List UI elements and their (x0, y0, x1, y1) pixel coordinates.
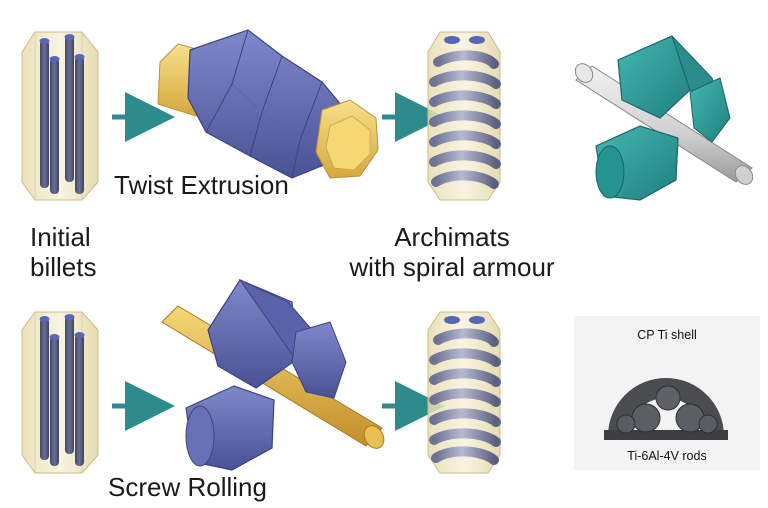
label-initial: Initial (30, 222, 91, 252)
label-spiral-armour: with spiral armour (349, 252, 555, 282)
screw-rolling-teal (574, 35, 754, 201)
sample-photo: CP Ti shell Ti-6Al-4V rods (574, 316, 760, 470)
label-archimats: Archimats (394, 222, 510, 252)
photo-label-shell: CP Ti shell (637, 328, 697, 342)
twist-extrusion-die (157, 29, 379, 179)
photo-label-rods: Ti-6Al-4V rods (627, 449, 706, 463)
archimat-top (427, 31, 501, 201)
initial-billet-top (21, 31, 99, 201)
archimat-bottom (427, 311, 501, 474)
screw-rolling-blue (161, 278, 385, 471)
initial-billet-bottom (21, 311, 99, 474)
label-twist-extrusion: Twist Extrusion (114, 170, 289, 200)
label-screw-rolling: Screw Rolling (108, 472, 267, 502)
label-billets: billets (30, 252, 97, 282)
